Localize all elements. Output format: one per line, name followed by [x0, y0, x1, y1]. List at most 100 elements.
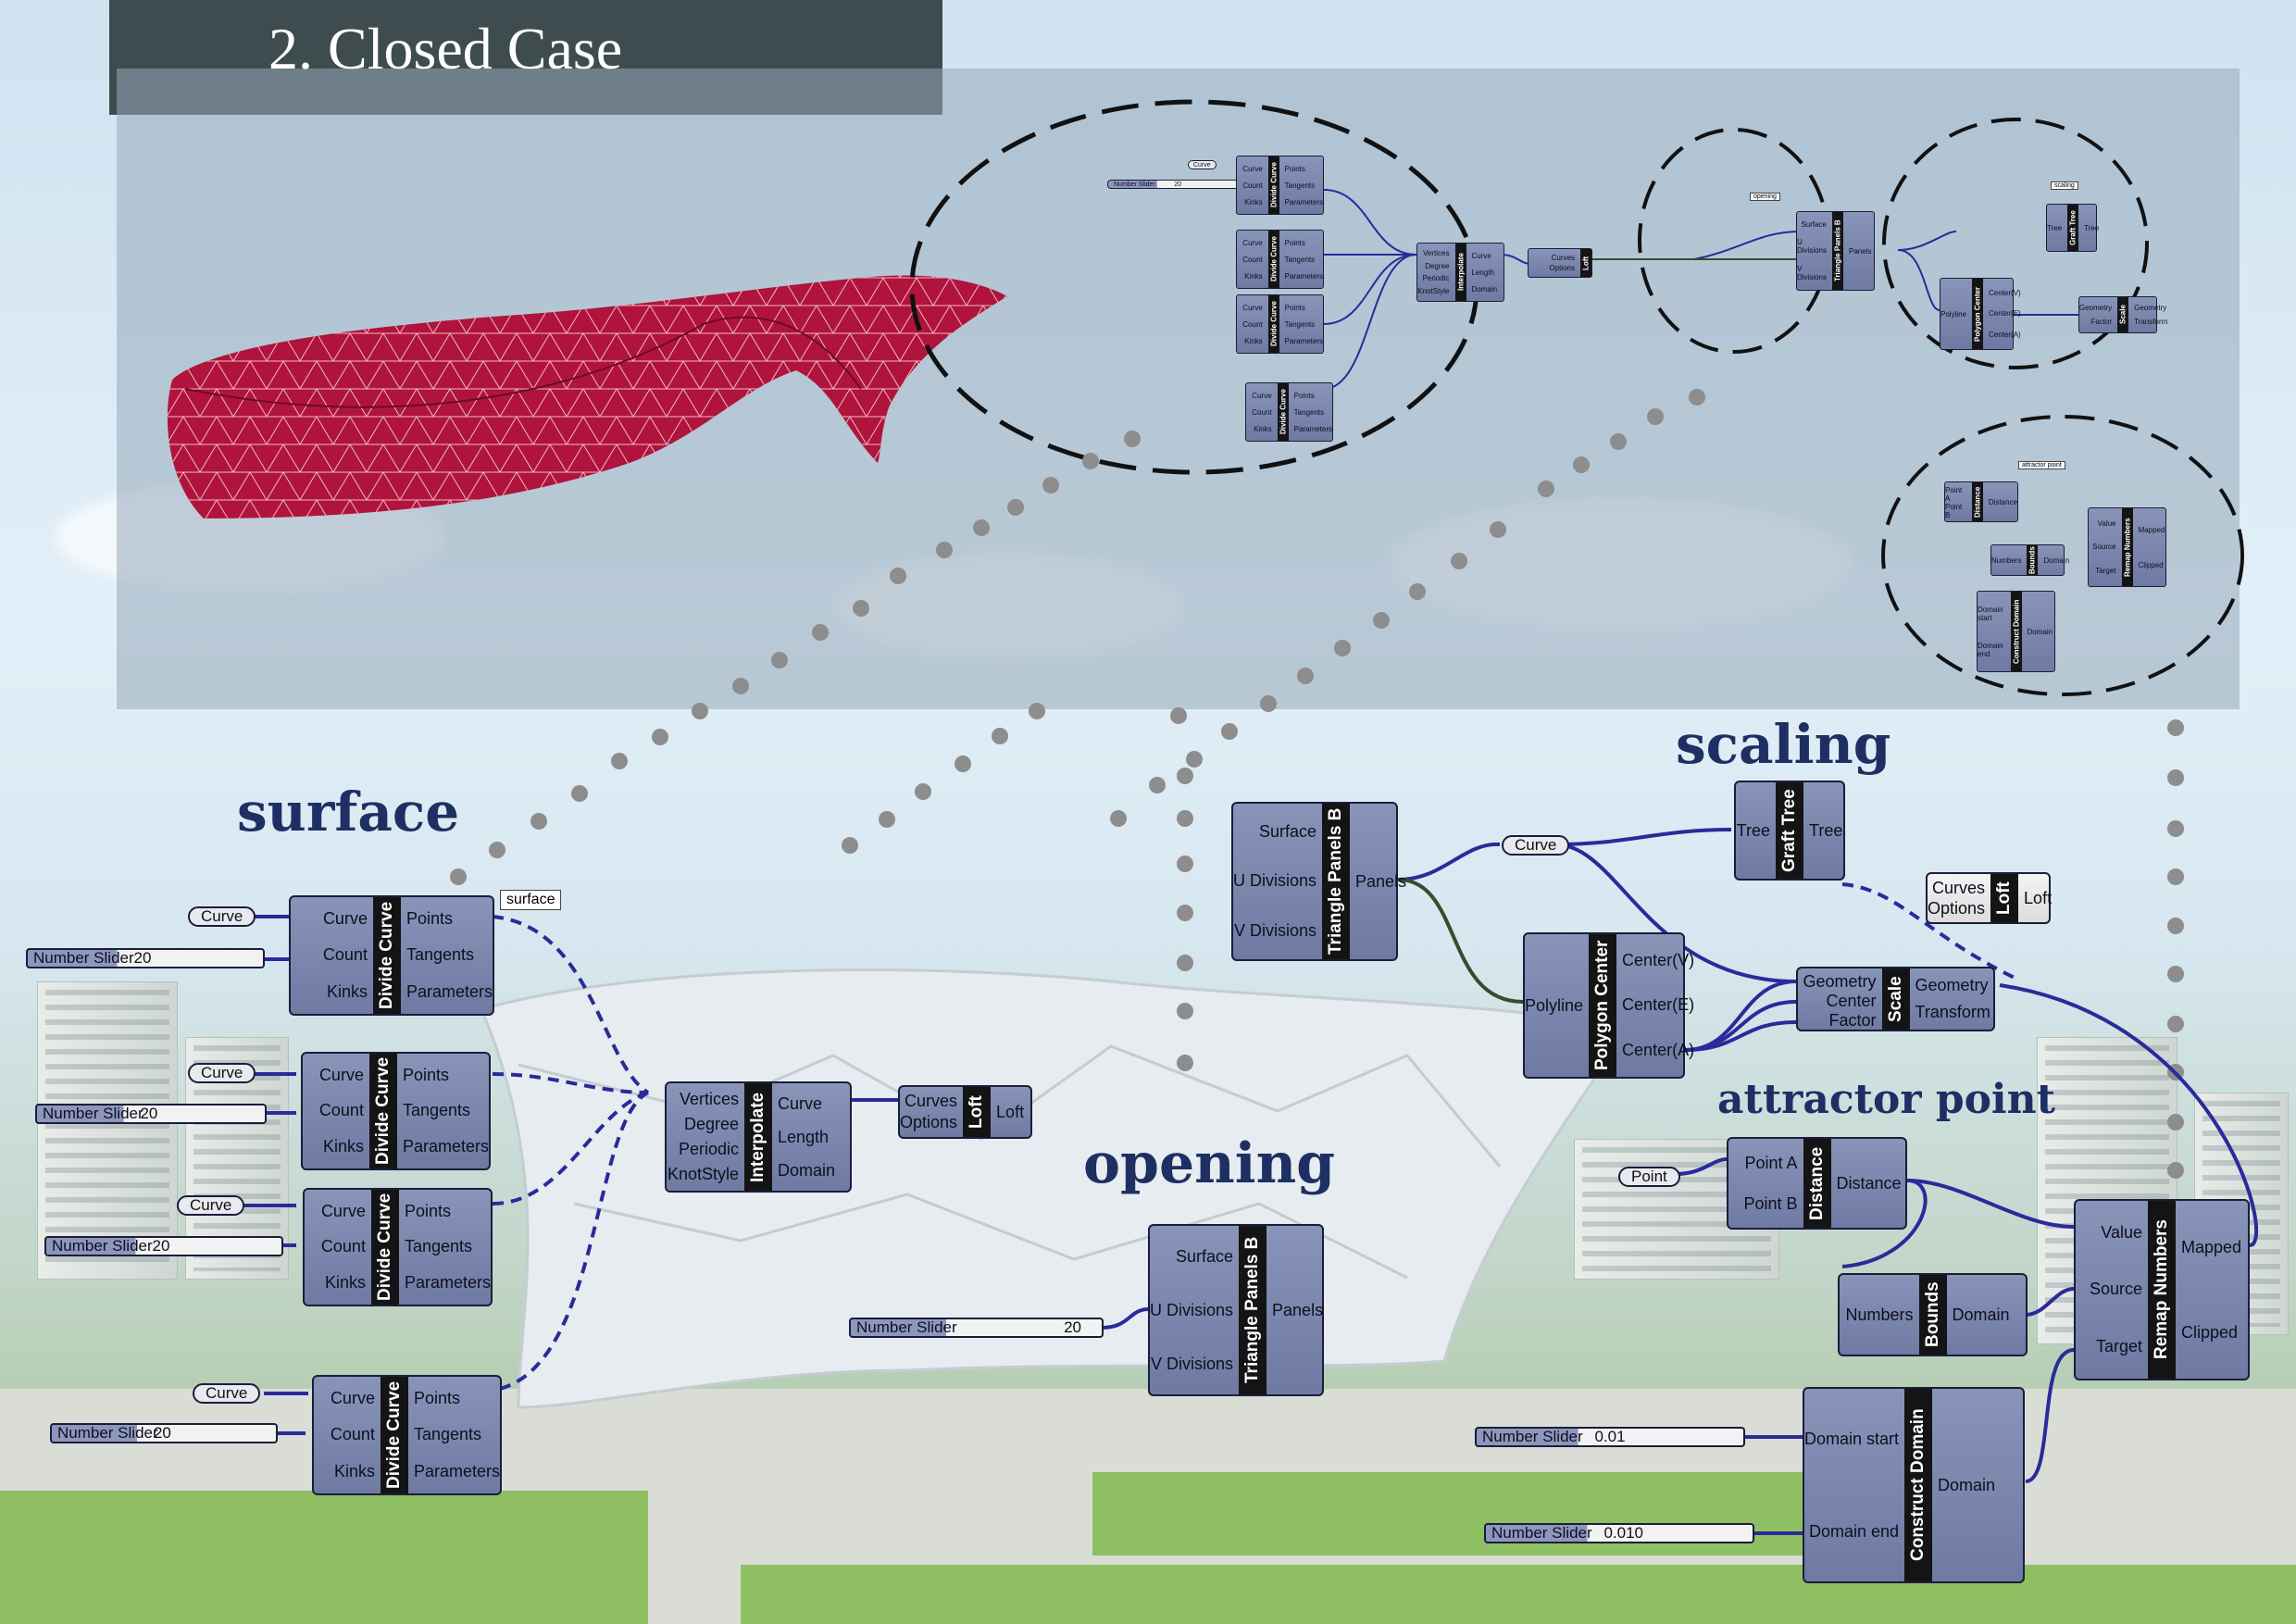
output-port: Panels [1272, 1300, 1324, 1319]
mini-opening-tag: opening [1750, 193, 1780, 201]
number-slider-domain-start[interactable]: Number Slider 0.01 [1475, 1427, 1745, 1447]
curve-param[interactable]: Curve [188, 906, 256, 927]
component-name: Graft Tree [1776, 782, 1803, 879]
output-port: Tangents [404, 1237, 473, 1256]
input-port: V Divisions [1151, 1354, 1234, 1373]
number-slider-divide-3[interactable]: Number Slider 20 [44, 1236, 283, 1256]
input-port: Source [2089, 1280, 2142, 1299]
component-name: Polygon Center [1589, 934, 1617, 1077]
input-port: Tree [1736, 820, 1770, 840]
mini-scaling-tag: scaling [2051, 181, 2078, 190]
mini-port: Curve [1242, 303, 1263, 312]
component-name: Triangle Panels B [1239, 1226, 1267, 1394]
number-slider-divide-2[interactable]: Number Slider 20 [35, 1104, 267, 1124]
slider-label: Number Slider [52, 1237, 153, 1255]
section-label-opening: opening [1083, 1131, 1336, 1196]
curve-param[interactable]: Curve [193, 1383, 261, 1404]
mini-slider-label: Number Slider [1114, 181, 1155, 188]
mini-port: Domain [1471, 284, 1498, 294]
output-port: Points [406, 909, 453, 929]
mini-port: Points [1284, 238, 1305, 247]
polygon-center-component[interactable]: Polyline Polygon Center Center(V)Center(… [1523, 932, 1694, 1079]
surface-tag: surface [500, 890, 562, 910]
input-port: Options [900, 1113, 958, 1131]
output-port: Mapped [2181, 1237, 2242, 1256]
number-slider-divide-1[interactable]: Number Slider 20 [26, 948, 265, 968]
mini-port: Domain [2027, 627, 2053, 636]
mini-port: KnotStyle [1417, 286, 1450, 295]
input-port: Kinks [322, 1137, 364, 1156]
output-port: Center(E) [1622, 995, 1695, 1015]
mini-port: Distance [1988, 497, 2017, 506]
input-port: Curves [1932, 878, 1986, 897]
curve-param[interactable]: Curve [177, 1195, 245, 1216]
mini-port: Domain end [1978, 641, 2003, 658]
output-port: Center(V) [1622, 950, 1695, 969]
input-port: Value [2101, 1223, 2142, 1243]
output-port: Parameters [402, 1137, 489, 1156]
mini-polygon-center[interactable]: Polyline Polygon Center Center(V)Center(… [1940, 278, 2021, 350]
mini-port: Numbers [1991, 556, 2022, 565]
curve-param[interactable]: Curve [188, 1063, 256, 1083]
mini-port: Kinks [1244, 271, 1263, 281]
output-port: Length [778, 1127, 830, 1146]
mini-port: Value [2097, 519, 2116, 529]
input-port: U Divisions [1150, 1300, 1234, 1319]
output-port: Domain [1938, 1475, 1996, 1494]
mini-port: Curve [1471, 251, 1491, 260]
graft-tree-component[interactable]: Tree Graft Tree Tree [1734, 781, 1845, 881]
number-slider-domain-end[interactable]: Number Slider 0.010 [1484, 1523, 1754, 1543]
mini-port: Point A [1945, 486, 1963, 503]
slider-label: Number Slider [57, 1424, 158, 1442]
mini-port: Panels [1849, 246, 1872, 256]
output-port: Transform [1915, 1003, 1990, 1021]
bounds-component[interactable]: Numbers Bounds Domain [1838, 1273, 2028, 1356]
number-slider-divide-4[interactable]: Number Slider 20 [50, 1423, 278, 1443]
mini-graft-tree[interactable]: Tree Graft Tree Tree [2046, 204, 2100, 252]
curve-param[interactable]: Curve [1502, 835, 1570, 856]
input-port: Point A [1744, 1153, 1798, 1172]
component-name: Scale [1881, 968, 1910, 1030]
point-param[interactable]: Point [1618, 1167, 1680, 1187]
mini-port: Center(E) [1989, 309, 2021, 319]
input-port: Point B [1743, 1193, 1798, 1213]
number-slider-opening-u[interactable]: Number Slider 20 [849, 1318, 1104, 1338]
slider-label: Number Slider [1482, 1428, 1583, 1445]
component-name: Divide Curve [370, 1190, 399, 1305]
component-name: Triangle Panels B [1322, 804, 1351, 959]
input-port: Periodic [678, 1140, 739, 1158]
mini-bounds[interactable]: Numbers Bounds Domain [1990, 544, 2069, 576]
mini-port: Degree [1425, 261, 1450, 270]
slider-label: Number Slider [1491, 1524, 1592, 1542]
mini-port: Curve [1252, 391, 1272, 400]
mini-curve-param[interactable]: Curve [1188, 160, 1217, 169]
mini-port: Tree [2084, 223, 2100, 232]
mini-port: Target [2095, 566, 2116, 575]
section-label-scaling: scaling [1676, 713, 1891, 776]
